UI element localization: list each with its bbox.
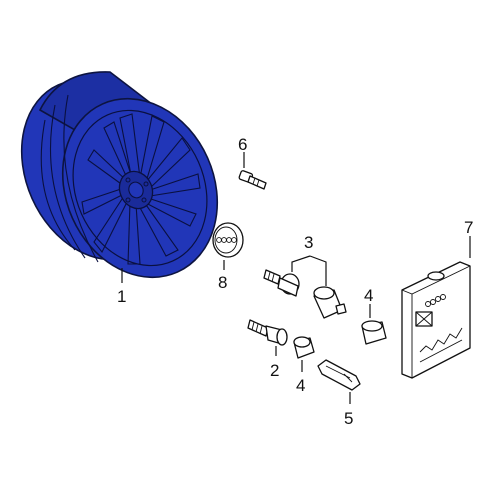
valve-stem-part[interactable] [238,170,267,190]
center-cap-part[interactable] [212,222,244,258]
cap-right-part[interactable] [361,320,387,345]
lug-bolt-part[interactable] [247,319,288,346]
callout-4-left: 4 [296,376,305,395]
wheel-spokes [81,113,201,265]
callout-5: 5 [344,409,353,428]
cap-tool-part[interactable] [317,359,361,391]
lock-bolt-part[interactable] [263,269,300,297]
callout-2: 2 [270,361,279,380]
lock-key-part[interactable] [313,286,347,319]
callout-8: 8 [218,273,227,292]
cap-left-part[interactable] [293,336,315,359]
callout-3: 3 [304,233,313,252]
kit-box-part[interactable] [401,261,471,379]
callout-7: 7 [464,218,473,237]
callout-1: 1 [117,287,126,306]
leader-3b [309,255,327,286]
callout-6: 6 [238,135,247,154]
callout-4-right: 4 [364,286,373,305]
wheel-part[interactable] [0,57,245,303]
leader-3a [291,255,311,272]
